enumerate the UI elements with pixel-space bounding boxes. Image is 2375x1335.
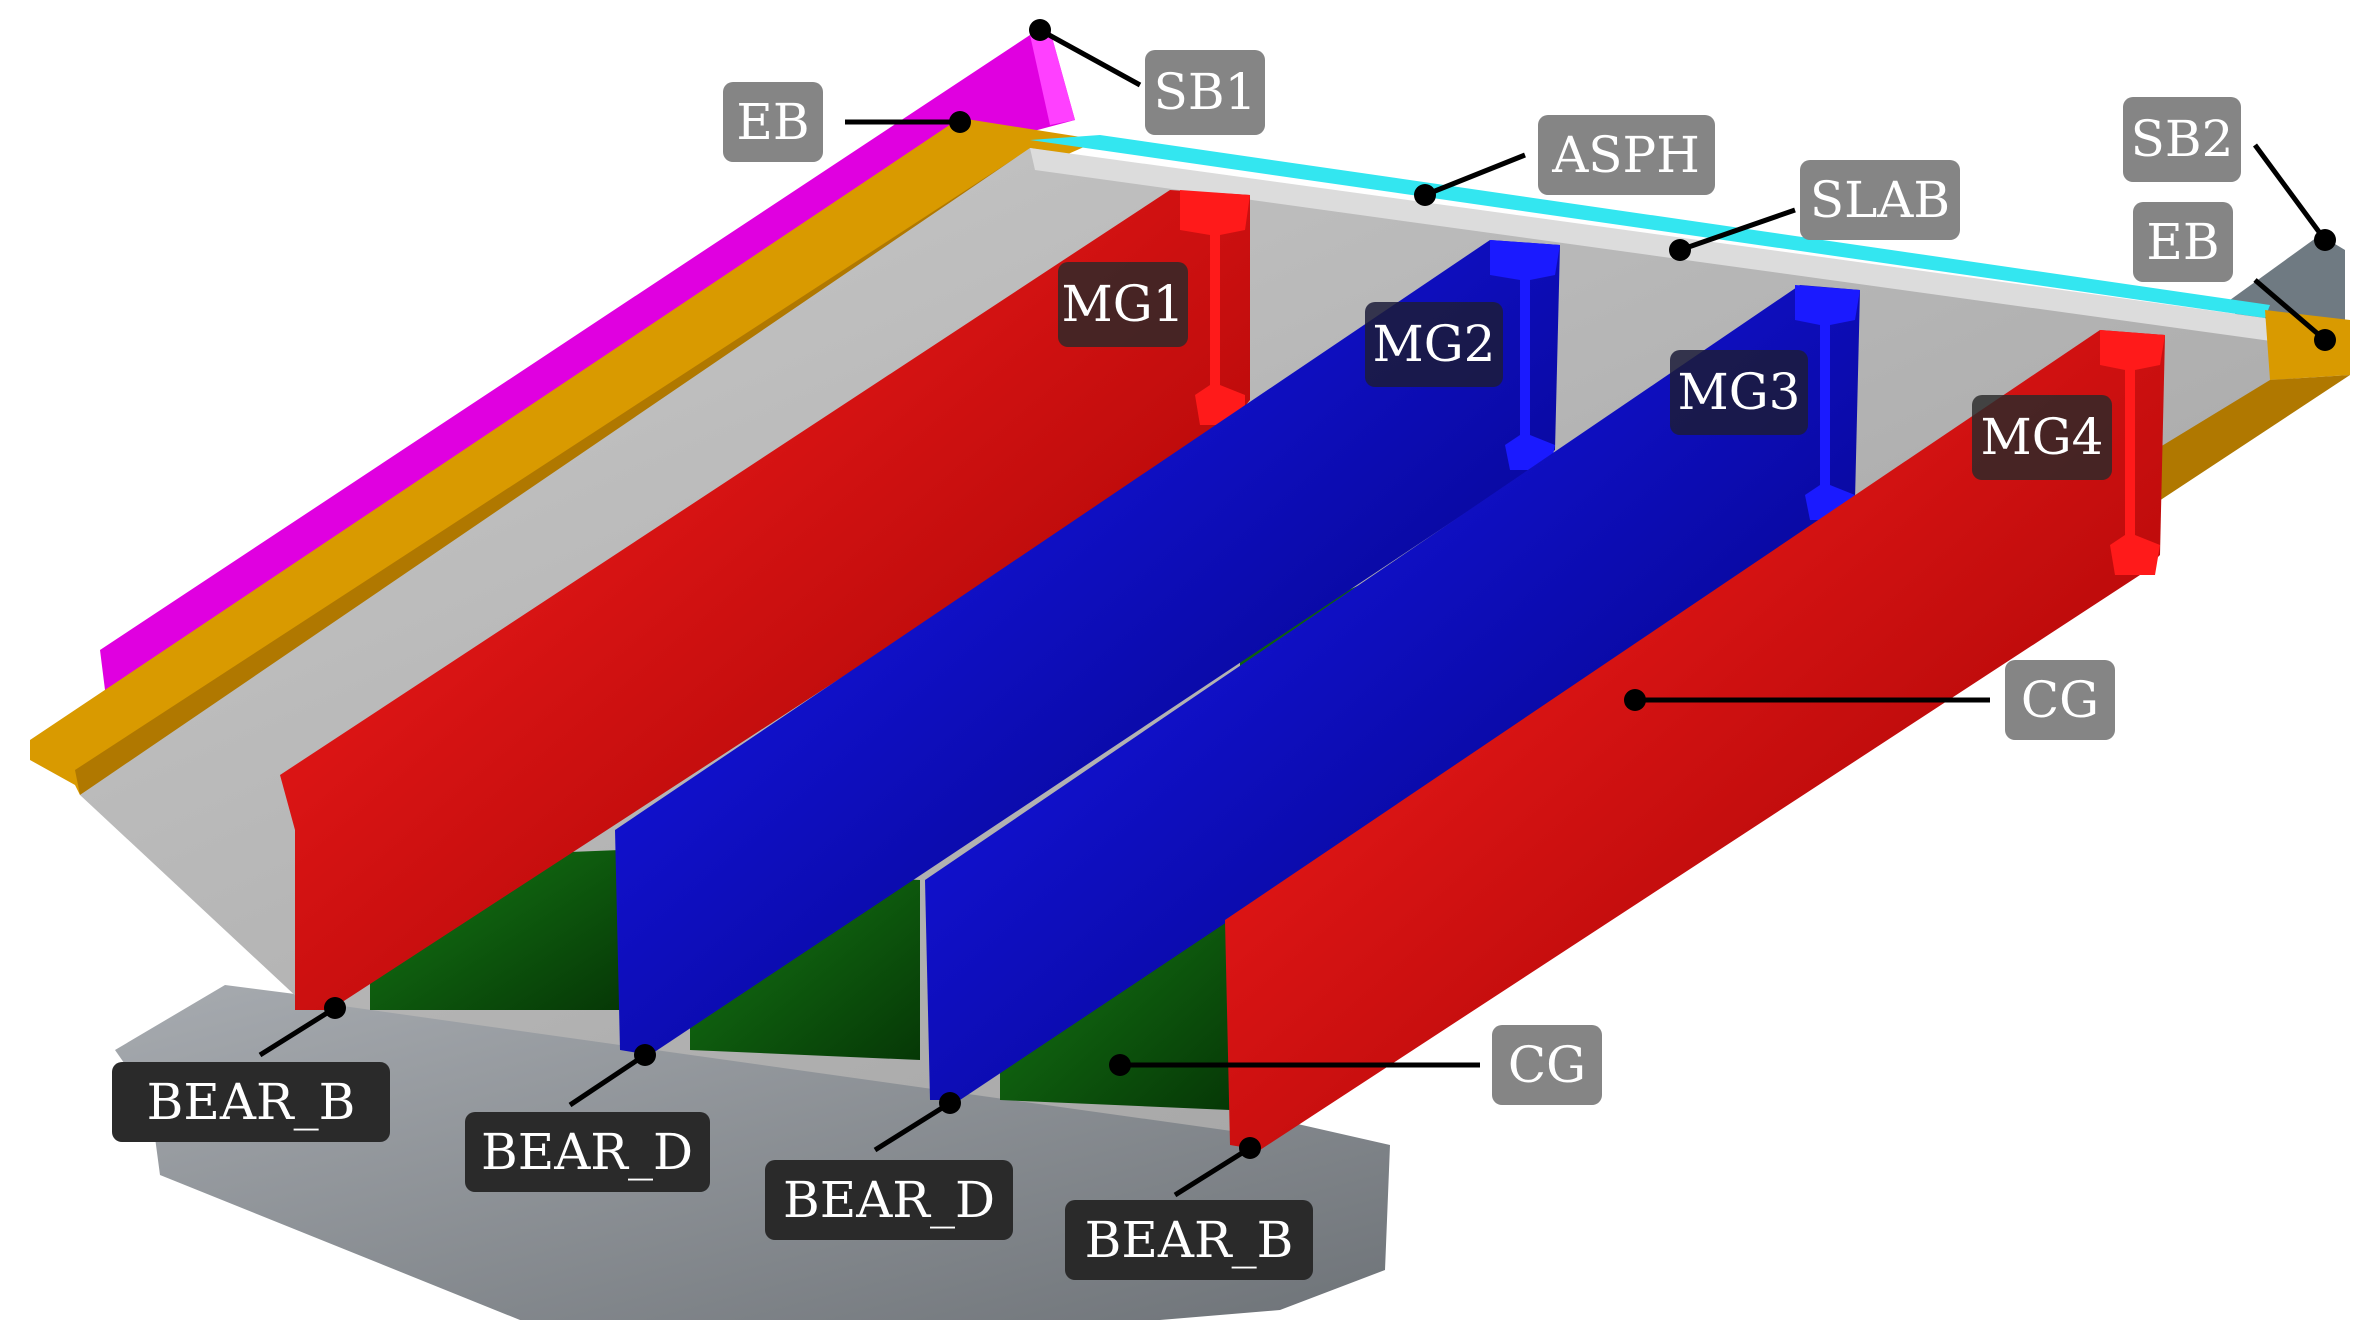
label-bear-d-2-text: BEAR_D	[783, 1171, 995, 1229]
dot-eb-left	[949, 111, 971, 133]
label-bear-b-right: BEAR_B	[1065, 1200, 1313, 1280]
label-mg2: MG2	[1365, 302, 1503, 387]
label-bear-b-left: BEAR_B	[112, 1062, 390, 1142]
label-sb1-text: SB1	[1154, 63, 1257, 121]
label-bear-d-2: BEAR_D	[765, 1160, 1013, 1240]
main-girder-2-web	[1490, 240, 1560, 470]
label-mg1-text: MG1	[1062, 275, 1185, 333]
label-mg4-text: MG4	[1981, 408, 2104, 466]
label-mg2-text: MG2	[1373, 315, 1496, 373]
dot-bear-b-right	[1239, 1137, 1261, 1159]
dot-bear-d-2	[939, 1092, 961, 1114]
main-girder-3	[925, 285, 1860, 1100]
main-girder-4-web	[2100, 330, 2165, 575]
asphalt-layer	[1030, 135, 2270, 318]
label-slab-text: SLAB	[1810, 171, 1950, 229]
label-eb-left: EB	[723, 82, 823, 162]
label-sb2-text: SB2	[2131, 110, 2234, 168]
label-bear-d-1-text: BEAR_D	[481, 1123, 693, 1181]
leader-lines	[258, 27, 2328, 1198]
label-asph-text: ASPH	[1551, 126, 1700, 184]
edge-beam-right	[2265, 310, 2350, 380]
label-eb-right: EB	[2133, 202, 2233, 282]
leader-sb2	[2252, 143, 2328, 242]
dot-cg-upper	[1624, 689, 1646, 711]
label-sb2: SB2	[2123, 97, 2241, 182]
leader-slab	[1679, 207, 1796, 253]
label-cg-lower-text: CG	[1508, 1036, 1586, 1094]
edge-beam-left-face	[75, 155, 1020, 795]
label-bear-b-right-text: BEAR_B	[1085, 1211, 1294, 1269]
leader-sb1	[1038, 27, 1142, 88]
dot-cg-lower	[1109, 1054, 1131, 1076]
label-cg-lower: CG	[1492, 1025, 1602, 1105]
main-girder-3-web	[1795, 285, 1860, 520]
dot-slab	[1669, 239, 1691, 261]
label-mg3: MG3	[1670, 350, 1808, 435]
label-cg-upper: CG	[2005, 660, 2115, 740]
label-mg4: MG4	[1972, 395, 2112, 480]
label-eb-right-text: EB	[2146, 213, 2219, 271]
label-mg3-text: MG3	[1678, 363, 1801, 421]
safety-barrier-left-top	[1030, 30, 1075, 125]
label-asph: ASPH	[1538, 115, 1715, 195]
leader-bear-d-2	[873, 1100, 952, 1153]
main-girder-1-web	[1180, 190, 1250, 425]
dot-asph	[1414, 184, 1436, 206]
main-girder-2	[615, 240, 1560, 1055]
slab-edge	[1030, 148, 2300, 345]
dot-eb-right	[2314, 329, 2336, 351]
main-girder-4	[1225, 330, 2165, 1150]
main-girder-1	[280, 190, 1250, 1010]
leader-asph	[1424, 152, 1526, 198]
label-bear-d-1: BEAR_D	[465, 1112, 710, 1192]
dot-sb2	[2314, 229, 2336, 251]
label-mg1: MG1	[1058, 262, 1188, 347]
label-slab: SLAB	[1800, 160, 1960, 240]
leader-dots	[324, 19, 2336, 1159]
leader-bear-b-left	[258, 1005, 337, 1058]
label-eb-left-text: EB	[736, 93, 809, 151]
leader-bear-d-1	[568, 1052, 647, 1108]
dot-bear-b-left	[324, 997, 346, 1019]
leader-eb-right	[2253, 278, 2327, 342]
dot-sb1	[1029, 19, 1051, 41]
dot-bear-d-1	[634, 1044, 656, 1066]
label-sb1: SB1	[1145, 50, 1265, 135]
label-bear-b-left-text: BEAR_B	[147, 1073, 356, 1131]
label-cg-upper-text: CG	[2021, 671, 2099, 729]
leader-bear-b-right	[1173, 1145, 1252, 1198]
